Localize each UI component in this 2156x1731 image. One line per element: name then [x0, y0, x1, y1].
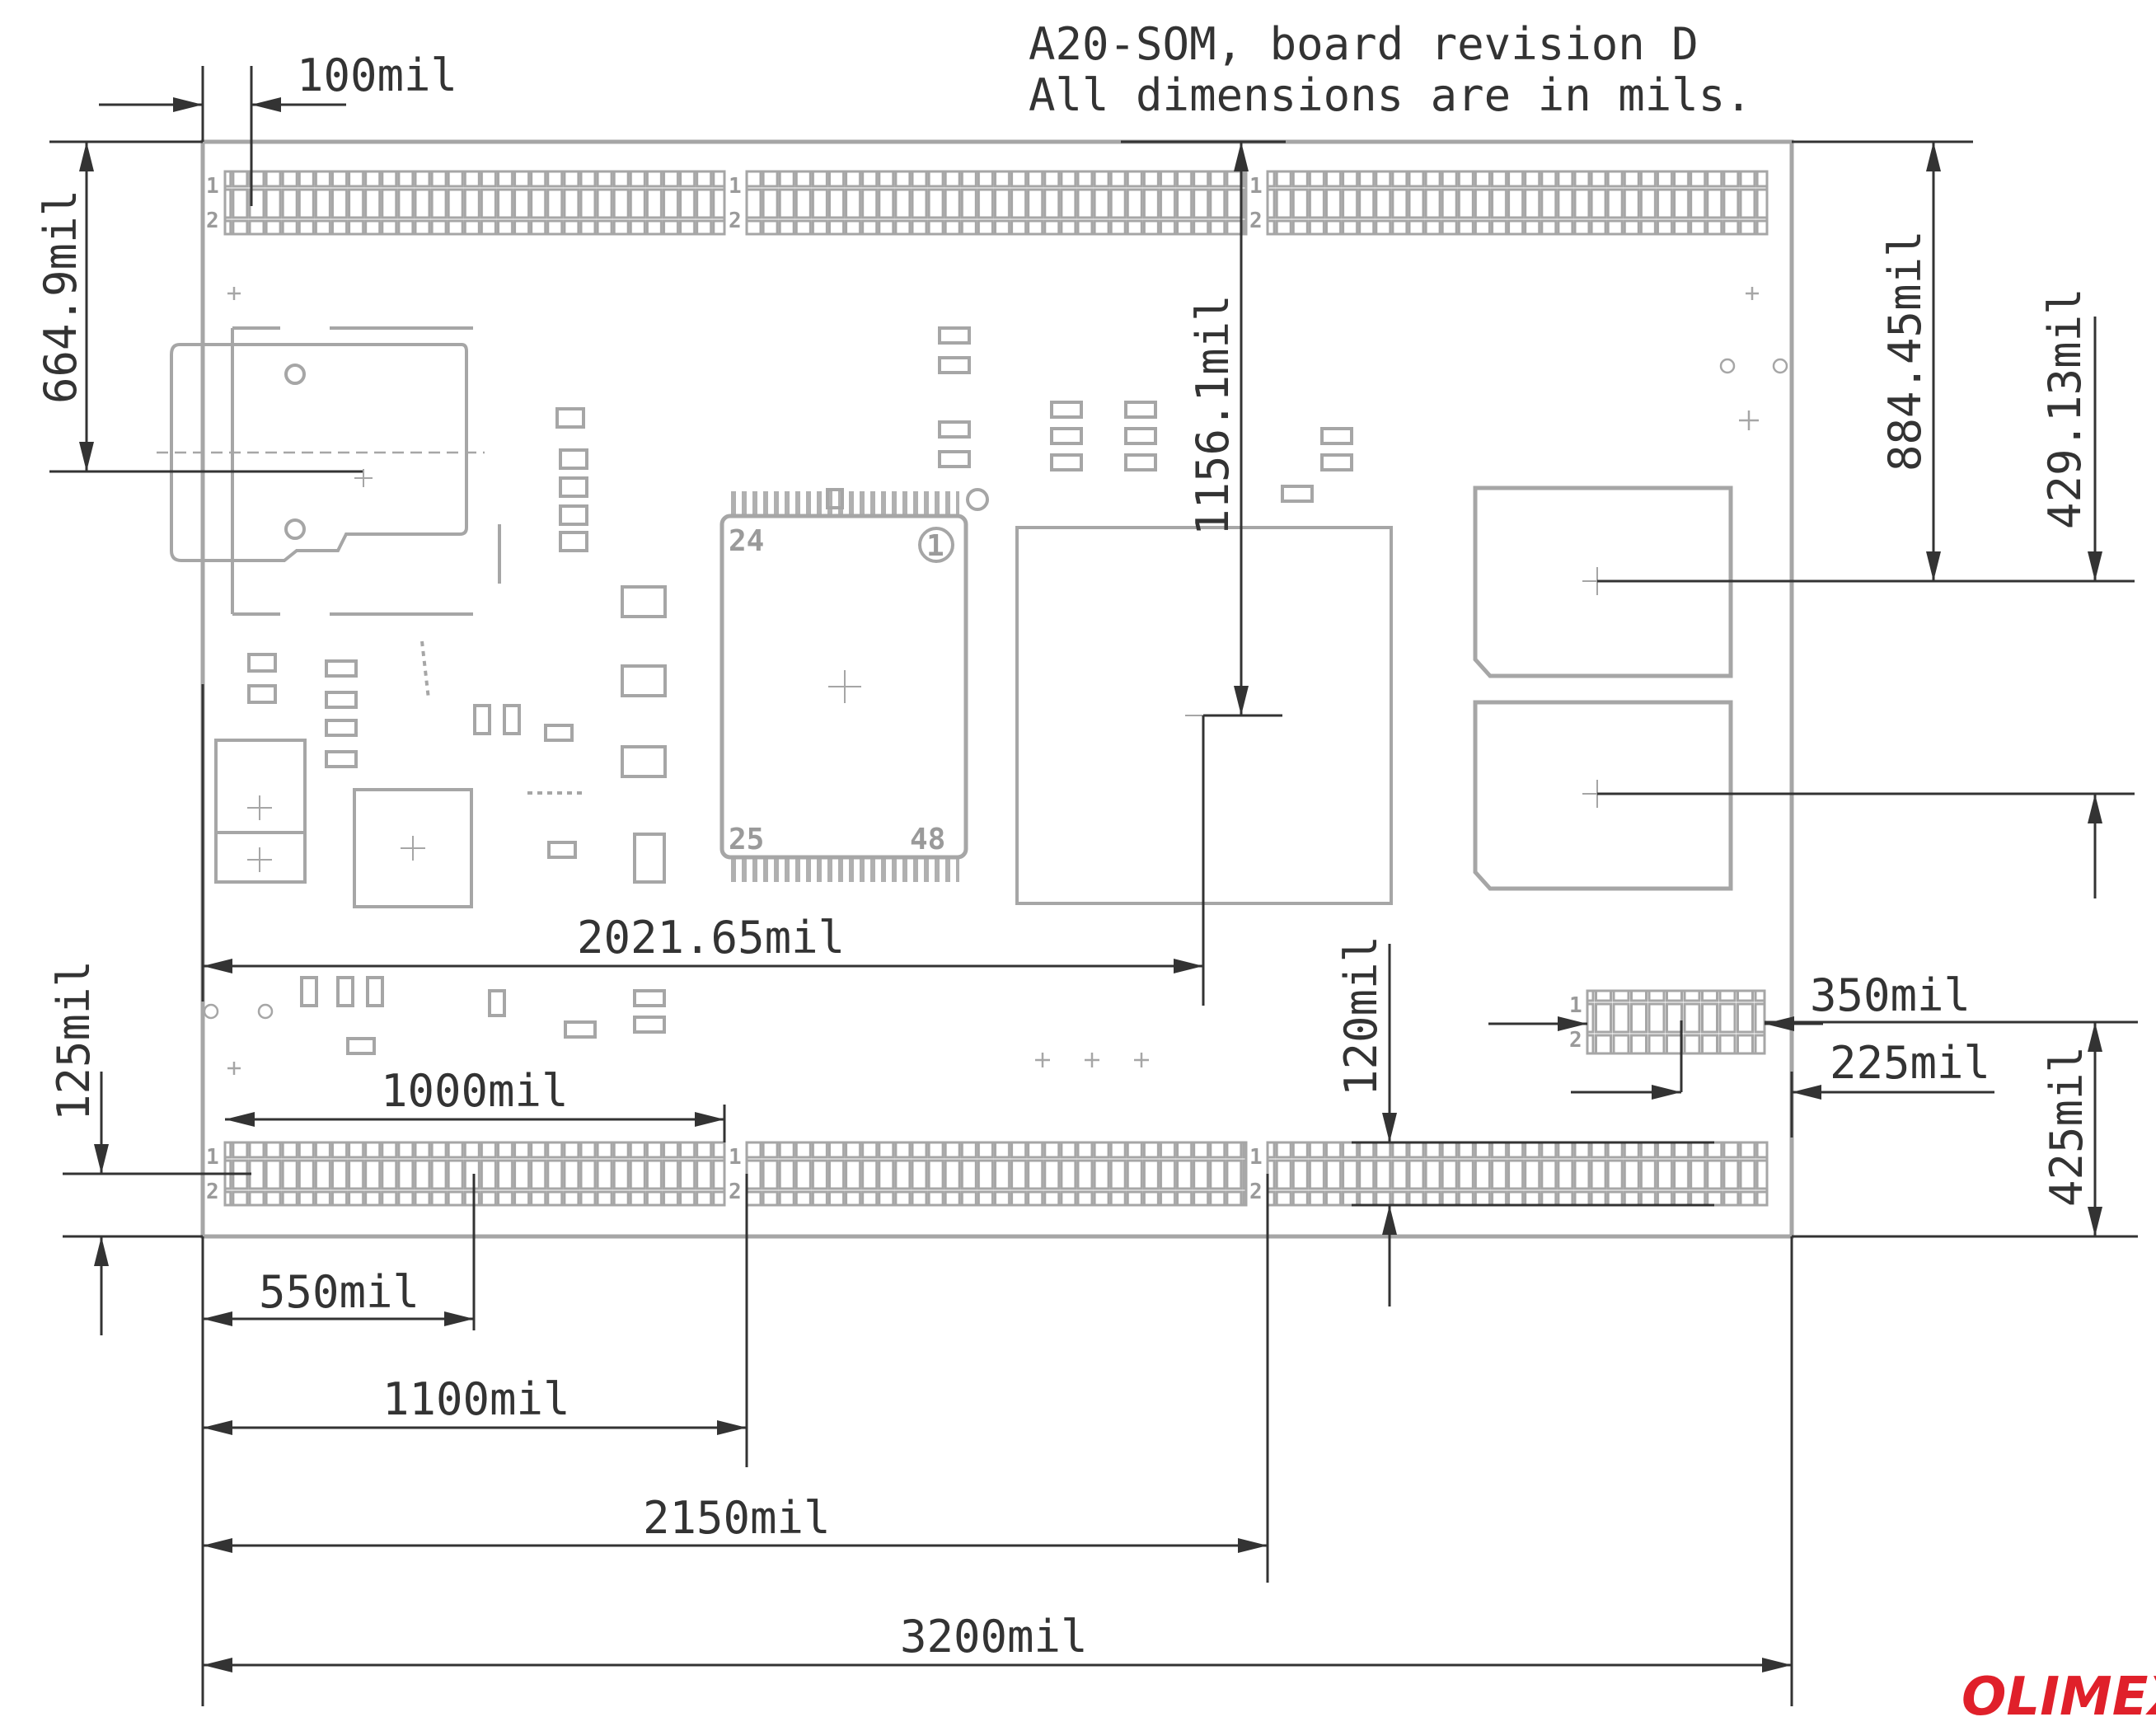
pin-label: 2 — [1569, 1028, 1582, 1053]
title-line-2: All dimensions are in mils. — [1029, 69, 1752, 121]
dim-label-1100: 1100mil — [382, 1373, 570, 1425]
pin-label: 2 — [1249, 1180, 1263, 1204]
pin-label: 1 — [729, 174, 742, 199]
small-header: 1 2 — [1569, 989, 1766, 1055]
top-headers: 1 2 1 2 1 2 — [206, 170, 1769, 236]
title-line-1: A20-SOM, board revision D — [1029, 18, 1699, 70]
dim-label-664: 664.9mil — [35, 190, 87, 404]
header-top-1 — [223, 170, 726, 236]
pin-label: 1 — [206, 174, 219, 199]
bottom-headers: 1 2 1 2 1 2 — [206, 1141, 1769, 1207]
header-bottom-3 — [1266, 1141, 1769, 1207]
pin-label: 2 — [729, 1180, 742, 1204]
dim-label-1156: 1156.1mil — [1187, 294, 1239, 536]
pin-label: 1 — [1249, 1145, 1263, 1170]
ic-pin-48: 48 — [910, 823, 945, 856]
dim-label-3200: 3200mil — [900, 1611, 1088, 1663]
pin-label: 2 — [206, 209, 219, 233]
fiducials — [203, 287, 1788, 1075]
header-top-3 — [1266, 170, 1769, 236]
dim-label-550: 550mil — [259, 1266, 419, 1318]
dim-label-425: 425mil — [2041, 1046, 2093, 1207]
dim-label-125: 125mil — [48, 960, 100, 1121]
ram-chips — [1473, 486, 1733, 891]
pin-label: 1 — [729, 1145, 742, 1170]
pin-label: 2 — [1249, 209, 1263, 233]
dim-label-100mil: 100mil — [297, 49, 457, 101]
dim-label-884: 884.45mil — [1879, 230, 1931, 471]
pin-label: 2 — [729, 209, 742, 233]
olimex-logo: OLIMEX — [1961, 1667, 2156, 1728]
pin-label: 1 — [1569, 993, 1582, 1018]
dim-label-225: 225mil — [1830, 1037, 1990, 1089]
dimension-lines — [49, 66, 2138, 1706]
ic-pin-1: 1 — [926, 529, 944, 563]
dim-label-429: 429.13mil — [2039, 288, 2091, 529]
dim-label-350: 350mil — [1810, 969, 1971, 1021]
dim-label-2150: 2150mil — [643, 1492, 831, 1544]
ic-pin-24: 24 — [729, 524, 764, 558]
dim-label-1000: 1000mil — [381, 1065, 569, 1117]
pin-label: 2 — [206, 1180, 219, 1204]
pin-label: 1 — [1249, 174, 1263, 199]
dim-label-2021: 2021.65mil — [577, 912, 845, 964]
header-bottom-2 — [745, 1141, 1248, 1207]
nand-flash: 24 25 48 1 — [719, 488, 989, 882]
header-top-2 — [745, 170, 1248, 236]
pin-label: 1 — [206, 1145, 219, 1170]
ic-pin-25: 25 — [729, 823, 764, 856]
misc-components — [214, 326, 1353, 1055]
dim-label-120: 120mil — [1335, 936, 1387, 1096]
